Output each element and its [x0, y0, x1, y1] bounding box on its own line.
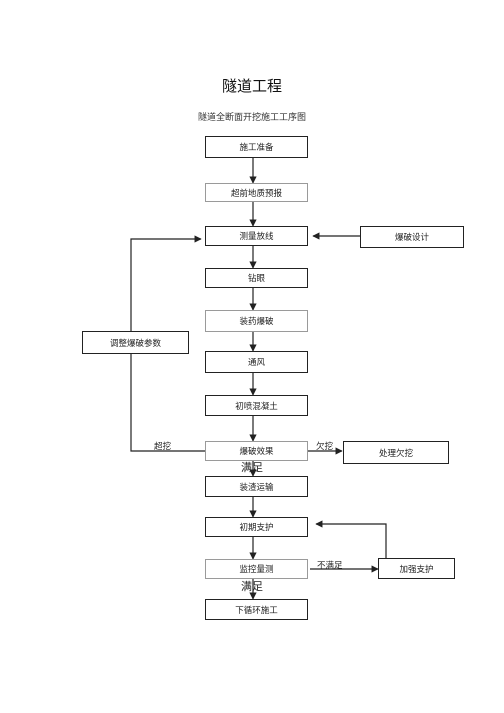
page-subtitle: 隧道全断面开挖施工工序图: [197, 113, 306, 123]
step-muck: 装渣运输: [205, 476, 308, 497]
side-blast-design: 爆破设计: [360, 226, 464, 248]
step-survey: 测量放线: [205, 226, 308, 246]
step-charge: 装药爆破: [205, 310, 308, 332]
arrow-reinforce-support: [315, 520, 387, 558]
step-drill: 钻眼: [205, 268, 308, 288]
step-vent: 通风: [205, 351, 308, 373]
step-forecast: 超前地质预报: [205, 183, 308, 202]
label-over: 超挖: [154, 442, 172, 452]
step-monitor: 监控量测: [205, 559, 308, 579]
step-prep: 施工准备: [205, 136, 308, 158]
page-title: 隧道工程: [221, 77, 282, 95]
side-reinforce: 加强支护: [378, 558, 455, 579]
step-support: 初期支护: [205, 517, 308, 537]
side-adjust-params: 调整爆破参数: [82, 331, 189, 354]
step-next-cycle: 下循环施工: [205, 599, 308, 620]
line-over-adjust: [130, 354, 205, 452]
label-under: 欠挖: [316, 442, 334, 452]
step-shotcrete: 初喷混凝土: [205, 395, 308, 416]
side-handle-under: 处理欠挖: [343, 441, 449, 464]
label-ok-1: 满足: [241, 461, 263, 474]
arrow-adjust-survey: [130, 235, 202, 331]
label-ok-2: 满足: [241, 580, 263, 593]
step-blast-effect: 爆破效果: [205, 441, 308, 461]
label-not-ok: 不满足: [317, 561, 343, 571]
